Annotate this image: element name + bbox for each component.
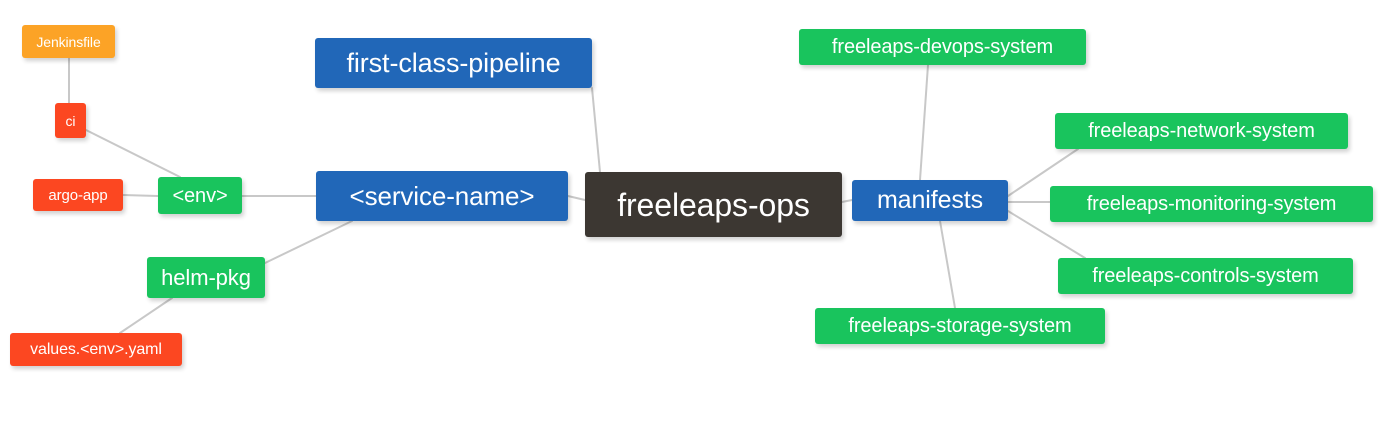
edge-service-name-to-helm-pkg: [264, 220, 353, 264]
node-label-freeleaps-controls-system: freeleaps-controls-system: [1092, 265, 1319, 287]
node-label-env: <env>: [172, 184, 228, 207]
node-service-name[interactable]: <service-name>: [316, 171, 568, 221]
node-label-freeleaps-network-system: freeleaps-network-system: [1088, 120, 1315, 142]
node-freeleaps-controls-system[interactable]: freeleaps-controls-system: [1058, 258, 1353, 294]
node-label-first-class-pipeline: first-class-pipeline: [346, 47, 561, 78]
edge-env-to-ci: [85, 129, 181, 178]
node-ci[interactable]: ci: [55, 103, 86, 138]
edge-manifests-to-freeleaps-devops-system: [919, 64, 929, 181]
node-jenkinsfile[interactable]: Jenkinsfile: [22, 25, 115, 58]
node-argo-app[interactable]: argo-app: [33, 179, 123, 211]
edge-helm-pkg-to-values-env-yaml: [119, 297, 173, 334]
node-env[interactable]: <env>: [158, 177, 242, 214]
node-helm-pkg[interactable]: helm-pkg: [147, 257, 265, 298]
node-label-freeleaps-storage-system: freeleaps-storage-system: [848, 315, 1072, 337]
edge-freeleaps-ops-to-service-name: [567, 195, 586, 201]
node-manifests[interactable]: manifests: [852, 180, 1008, 221]
node-freeleaps-ops[interactable]: freeleaps-ops: [585, 172, 842, 237]
node-label-argo-app: argo-app: [48, 186, 108, 204]
node-freeleaps-storage-system[interactable]: freeleaps-storage-system: [815, 308, 1105, 344]
node-label-service-name: <service-name>: [349, 181, 535, 211]
node-label-freeleaps-devops-system: freeleaps-devops-system: [831, 36, 1054, 58]
node-values-env-yaml[interactable]: values.<env>.yaml: [10, 333, 182, 366]
edge-manifests-to-freeleaps-storage-system: [939, 220, 956, 309]
edge-freeleaps-ops-to-manifests: [841, 199, 853, 203]
node-label-ci: ci: [65, 112, 76, 129]
node-label-values-env-yaml: values.<env>.yaml: [30, 340, 162, 358]
node-first-class-pipeline[interactable]: first-class-pipeline: [315, 38, 592, 88]
node-freeleaps-monitoring-system[interactable]: freeleaps-monitoring-system: [1050, 186, 1373, 222]
node-label-manifests: manifests: [876, 186, 984, 214]
node-freeleaps-network-system[interactable]: freeleaps-network-system: [1055, 113, 1348, 149]
edge-freeleaps-ops-to-first-class-pipeline: [591, 87, 601, 173]
node-label-helm-pkg: helm-pkg: [161, 264, 251, 290]
edge-env-to-argo-app: [122, 194, 159, 197]
node-label-freeleaps-ops: freeleaps-ops: [617, 186, 810, 223]
node-label-jenkinsfile: Jenkinsfile: [36, 33, 101, 50]
node-freeleaps-devops-system[interactable]: freeleaps-devops-system: [799, 29, 1086, 65]
node-label-freeleaps-monitoring-system: freeleaps-monitoring-system: [1086, 193, 1337, 215]
